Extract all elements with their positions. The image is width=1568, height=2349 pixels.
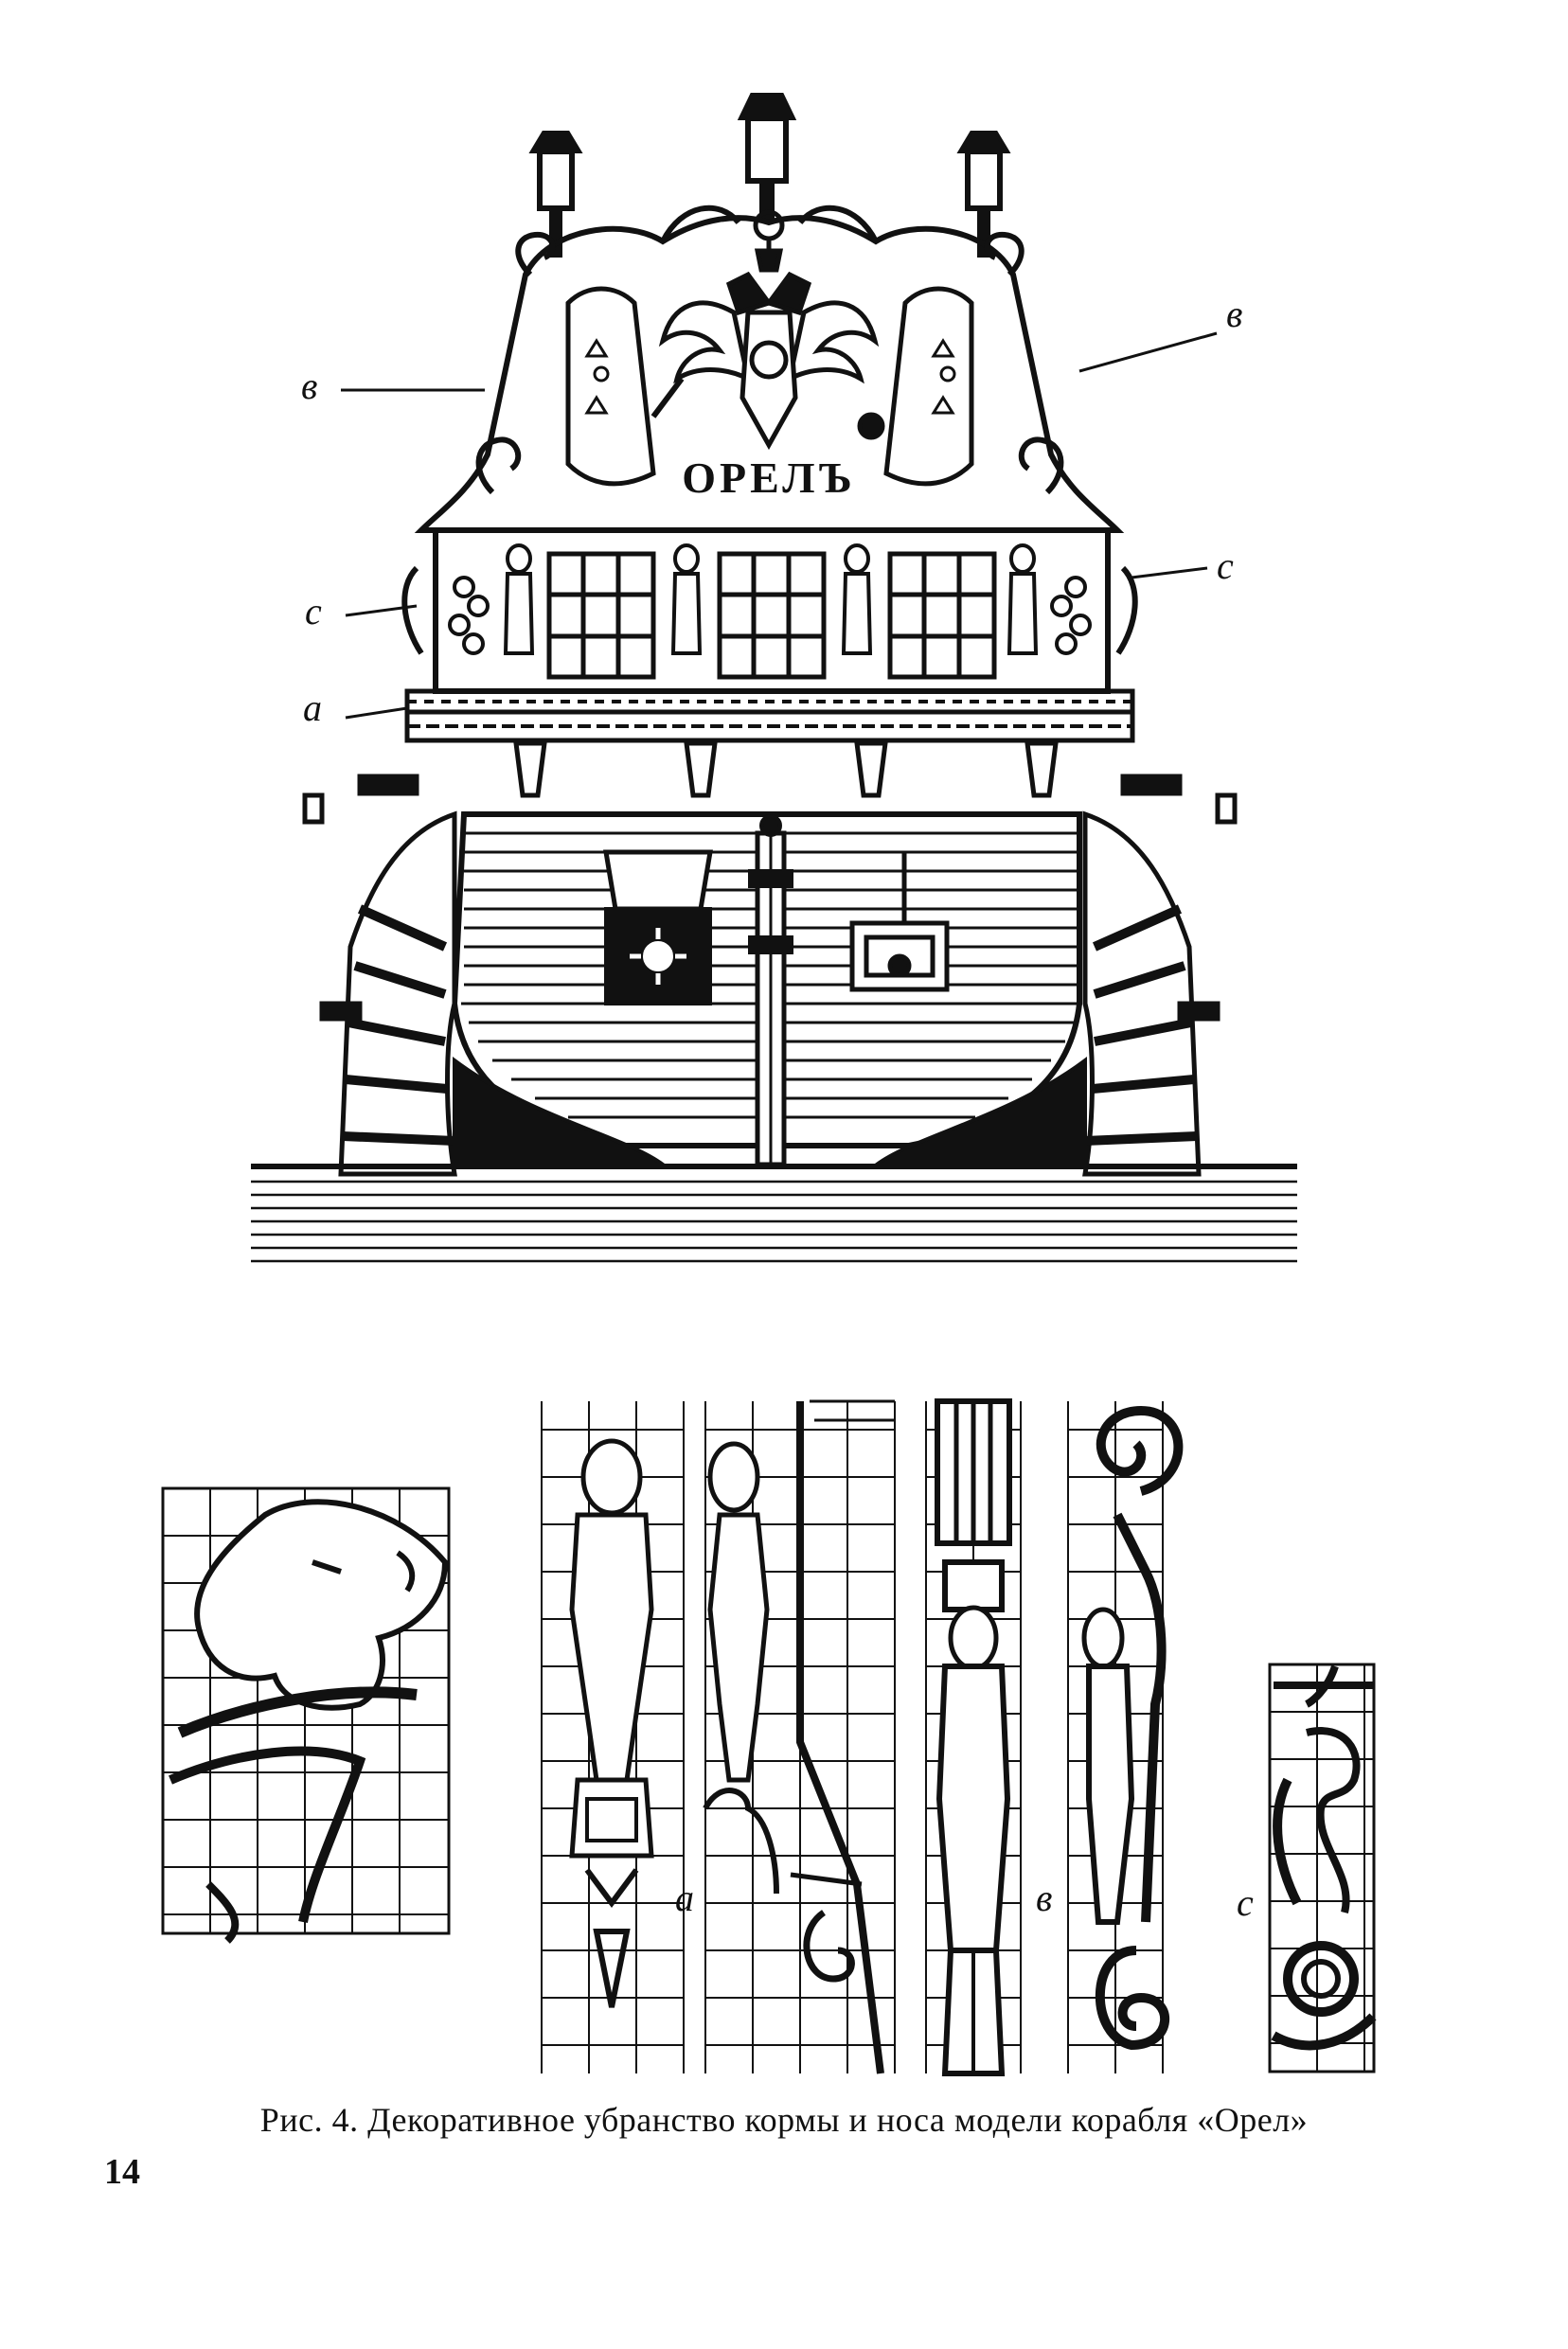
ship-name-label: ОРЕЛЪ [682,454,855,502]
callout-b-left: в [301,365,318,407]
caryatid-front-panel [541,1401,685,2073]
gunport-cannon [849,852,950,992]
callout-c-left: с [305,590,322,632]
sea-horse-panel [1268,1663,1377,2073]
figure-caption: Рис. 4. Декоративное убранство кормы и н… [259,2101,1309,2139]
detail-label-c: с [1237,1881,1254,1924]
callout-lines [341,331,1218,720]
lantern-left [528,131,583,258]
lantern-center [737,93,797,221]
caryatid-side-panel [703,1399,896,2074]
detail-label-a: a [675,1877,694,1919]
double-headed-eagle-emblem [650,237,885,451]
waterline [251,1164,1297,1263]
lantern-right [956,131,1011,258]
page-number: 14 [104,2152,140,2192]
warrior-front-panel [925,1398,1022,2076]
callout-c-right: с [1217,544,1234,587]
callout-a-left: a [303,686,322,729]
lion-figurehead-panel [161,1486,451,1944]
callout-b-right: в [1226,293,1243,335]
stern-windows [546,551,997,680]
caryatid-figures [503,543,1039,655]
detail-label-b: в [1036,1877,1053,1919]
gunport-open [603,849,713,1005]
warrior-side-panel [1067,1401,1184,2073]
hull-sides [302,774,1238,1177]
